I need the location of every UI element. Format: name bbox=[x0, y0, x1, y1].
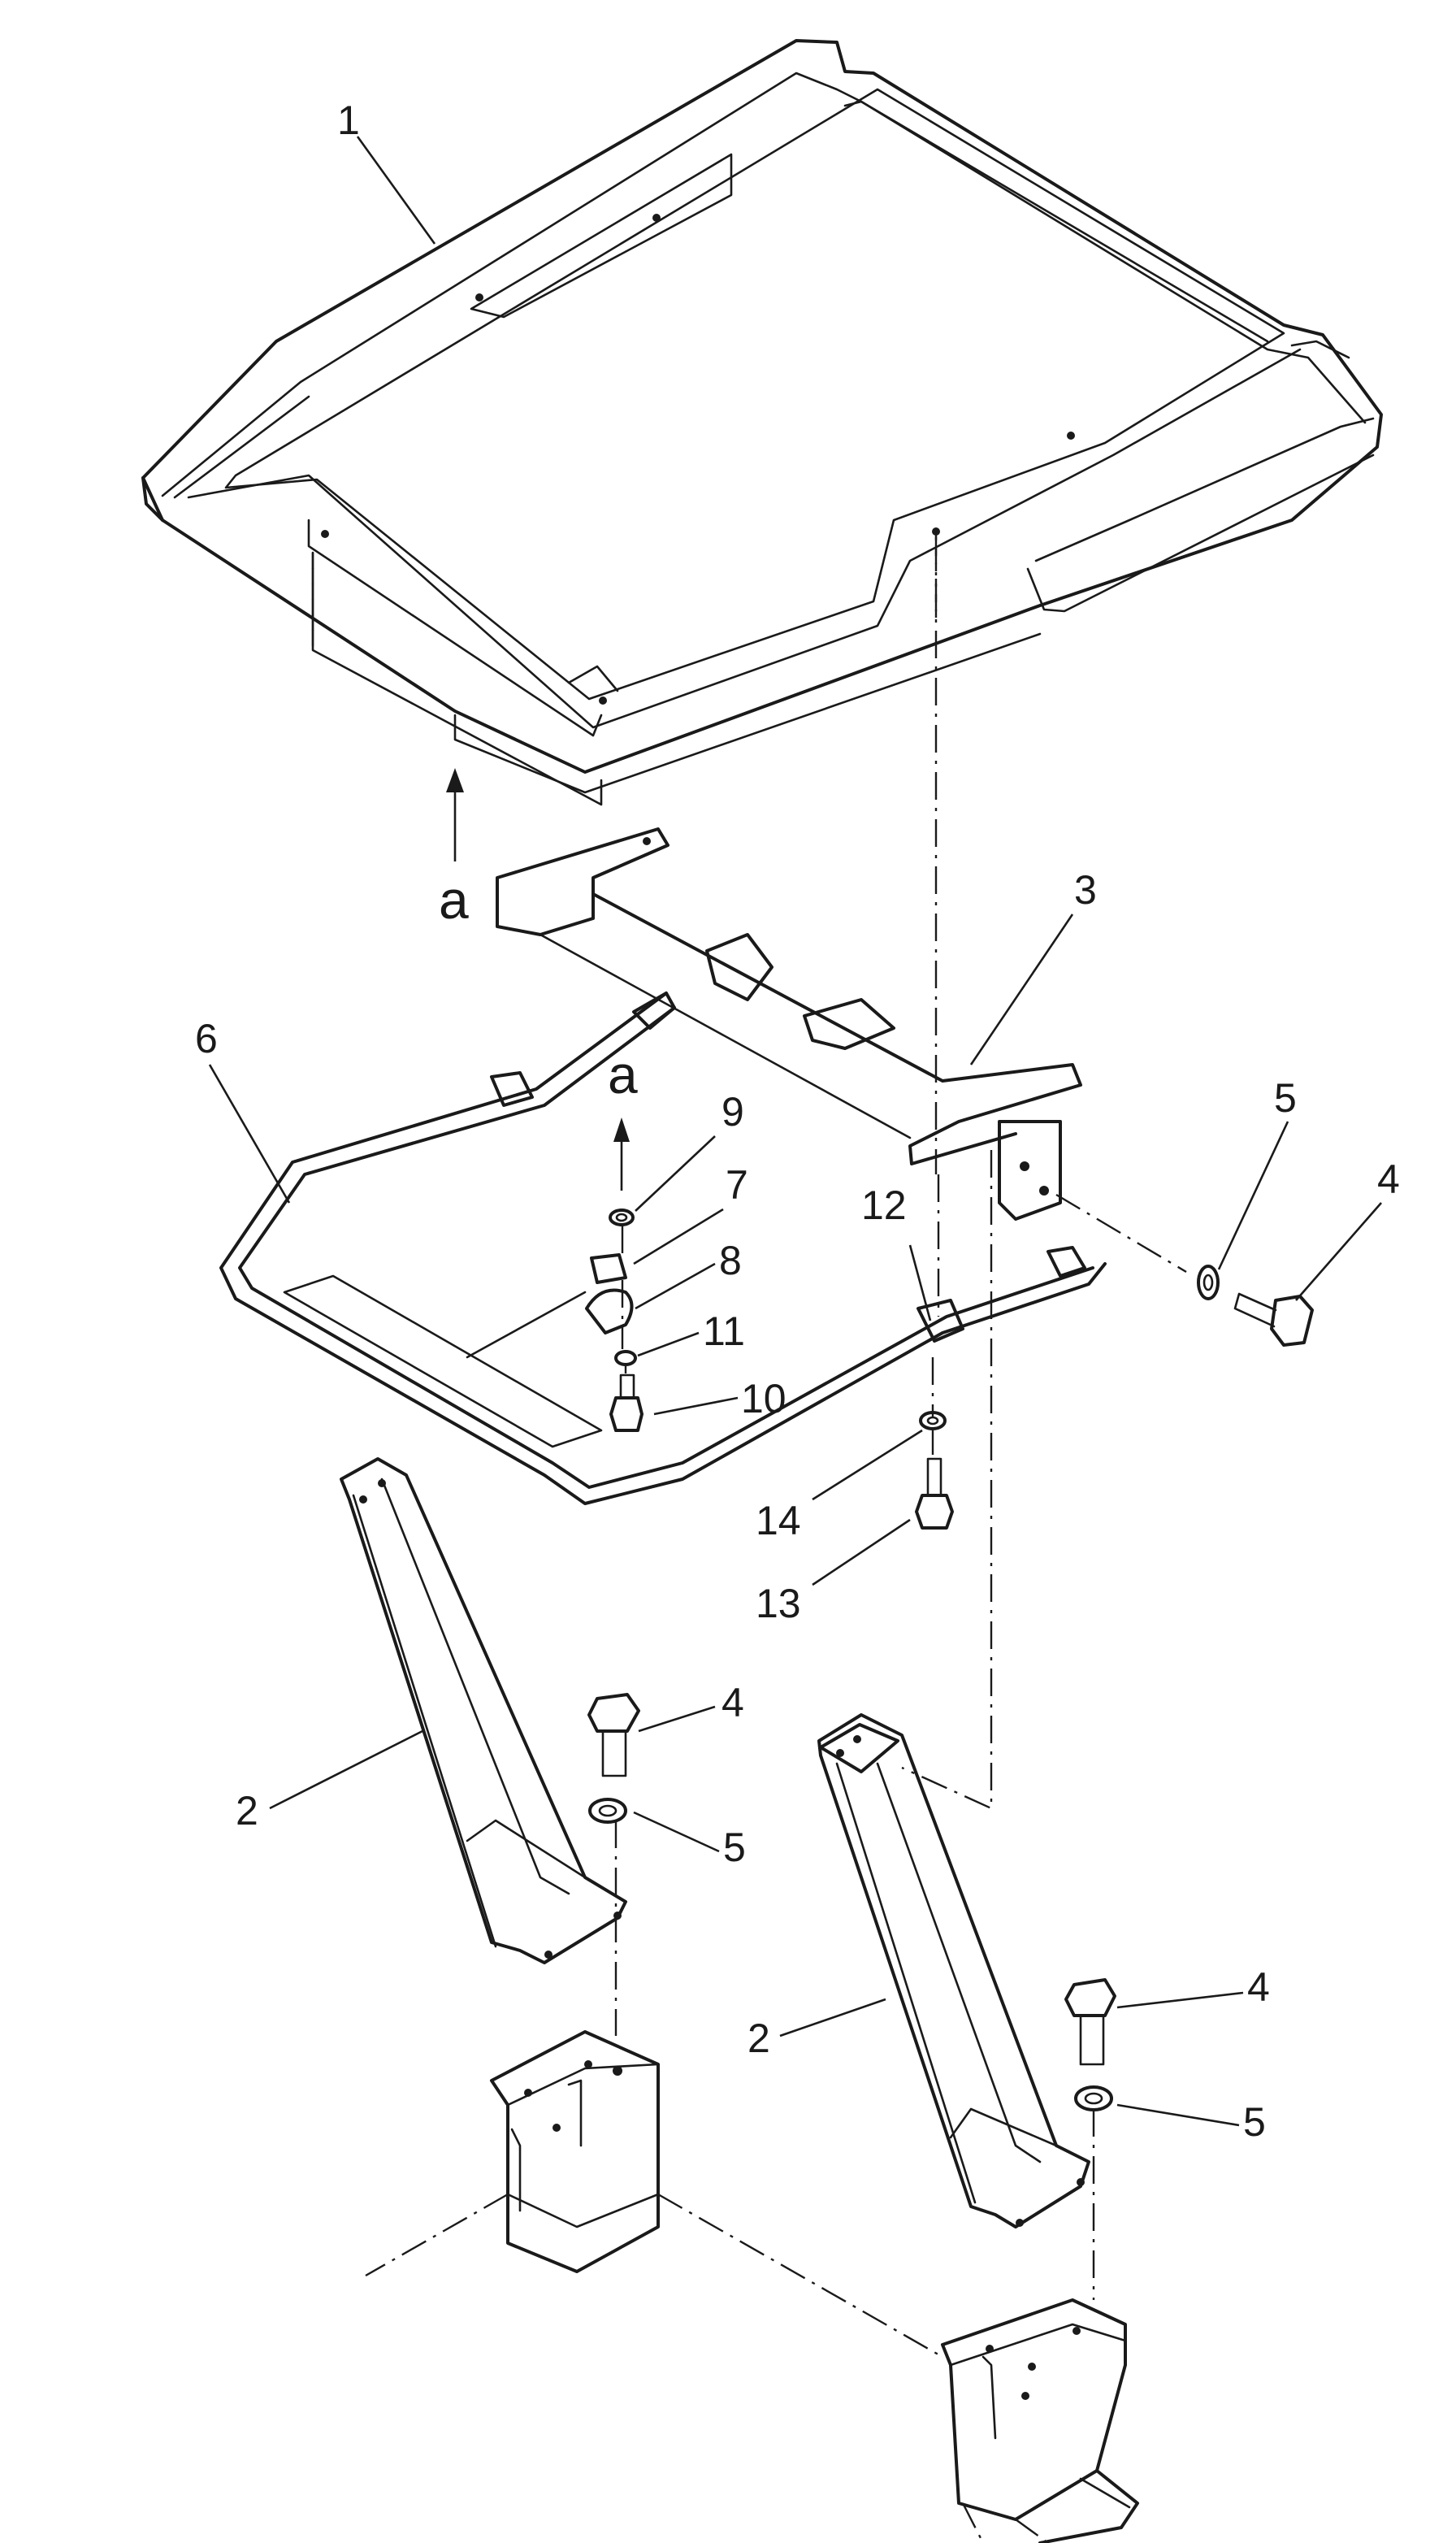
view-marker-lower: a bbox=[608, 1044, 638, 1104]
view-arrow-upper bbox=[446, 768, 464, 861]
callout-4-side: 4 bbox=[1377, 1157, 1400, 1202]
assembly-lines bbox=[311, 532, 1187, 2543]
post-right bbox=[817, 1713, 1090, 2228]
callout-4-right: 4 bbox=[1247, 1964, 1270, 2010]
callout-12: 12 bbox=[861, 1183, 907, 1228]
view-arrow-lower bbox=[613, 1117, 630, 1191]
base-stand-right bbox=[941, 2298, 1139, 2543]
callout-8: 8 bbox=[719, 1238, 742, 1283]
callout-11: 11 bbox=[703, 1308, 745, 1354]
callout-2-left: 2 bbox=[236, 1788, 258, 1833]
callout-7: 7 bbox=[726, 1162, 748, 1208]
callout-1: 1 bbox=[337, 98, 360, 143]
callout-14: 14 bbox=[756, 1498, 801, 1543]
post-left bbox=[340, 1457, 627, 1964]
callout-2-right: 2 bbox=[748, 2016, 770, 2061]
callout-4-left: 4 bbox=[722, 1680, 744, 1725]
plate-and-clamp bbox=[585, 1253, 634, 1334]
callout-10: 10 bbox=[741, 1376, 786, 1421]
view-marker-upper: a bbox=[439, 870, 469, 930]
leader-lines bbox=[208, 136, 1382, 2127]
canopy-roof bbox=[141, 39, 1383, 806]
bolts bbox=[587, 1292, 1314, 2066]
frame-rails bbox=[219, 992, 1107, 1505]
base-stand-left bbox=[490, 2030, 660, 2273]
callout-labels: 1 3 5 4 6 9 7 8 11 10 12 14 13 2 4 5 2 4… bbox=[195, 98, 1400, 2145]
callout-13: 13 bbox=[756, 1581, 801, 1626]
crossbar bbox=[496, 827, 1082, 1221]
callout-5-side: 5 bbox=[1274, 1075, 1297, 1121]
callout-5-right: 5 bbox=[1243, 2099, 1266, 2145]
callout-9: 9 bbox=[722, 1089, 744, 1135]
callout-5-left: 5 bbox=[723, 1825, 746, 1870]
callout-6: 6 bbox=[195, 1016, 218, 1061]
callout-3: 3 bbox=[1074, 867, 1097, 913]
